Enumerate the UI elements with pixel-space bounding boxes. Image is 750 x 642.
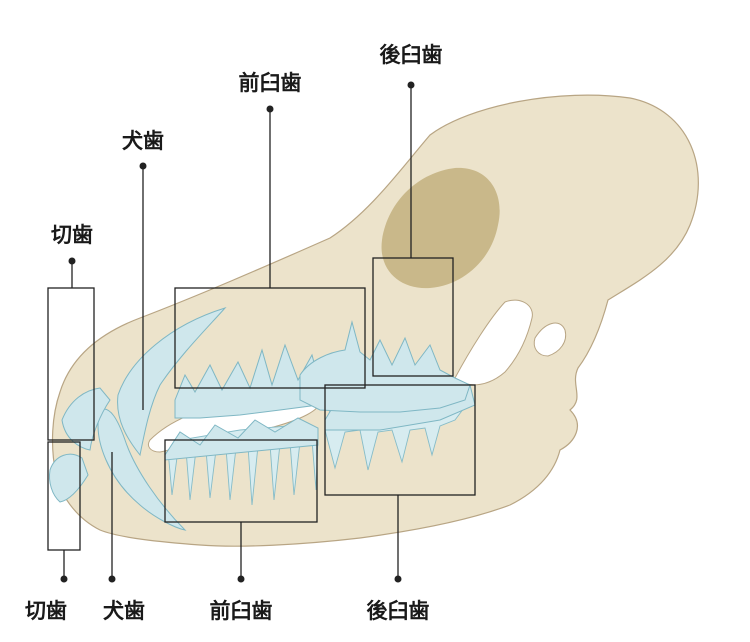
zygomatic-arch-gap [454, 299, 533, 386]
label-top-incisor: 切歯 [51, 223, 93, 247]
label-bottom-premolar: 前臼歯 [210, 599, 273, 623]
labels: 切歯 犬歯 前臼歯 後臼歯 切歯 犬歯 前臼歯 後臼歯 [25, 43, 443, 623]
upper-teeth [49, 306, 471, 531]
lower-canine [97, 408, 187, 531]
dot-bottom-premolar [237, 575, 245, 583]
label-bottom-canine: 犬歯 [103, 599, 145, 623]
label-top-premolar: 前臼歯 [239, 71, 302, 95]
dot-bottom-canine [108, 575, 116, 583]
label-top-molar: 後臼歯 [380, 43, 443, 67]
top-molar-box [372, 257, 454, 377]
bottom-molar-box [324, 384, 476, 496]
dot-top-premolar [266, 105, 274, 113]
lower-incisors [49, 453, 89, 503]
upper-premolars [174, 343, 321, 419]
dot-bottom-incisor [60, 575, 68, 583]
leader-lines [60, 81, 415, 583]
dot-top-canine [139, 162, 147, 170]
skull-outline [51, 94, 699, 547]
dot-top-molar [407, 81, 415, 89]
upper-canine [117, 306, 227, 457]
lower-premolar-crowns [164, 417, 319, 461]
jaw-joint-notch [533, 322, 567, 357]
dot-top-incisor [68, 257, 76, 265]
skull [51, 94, 699, 547]
label-top-canine: 犬歯 [122, 129, 164, 153]
upper-molars [299, 320, 471, 413]
top-incisor-box [47, 287, 95, 441]
label-bottom-molar: 後臼歯 [367, 599, 430, 623]
label-bottom-incisor: 切歯 [25, 599, 67, 623]
dot-bottom-molar [394, 575, 402, 583]
